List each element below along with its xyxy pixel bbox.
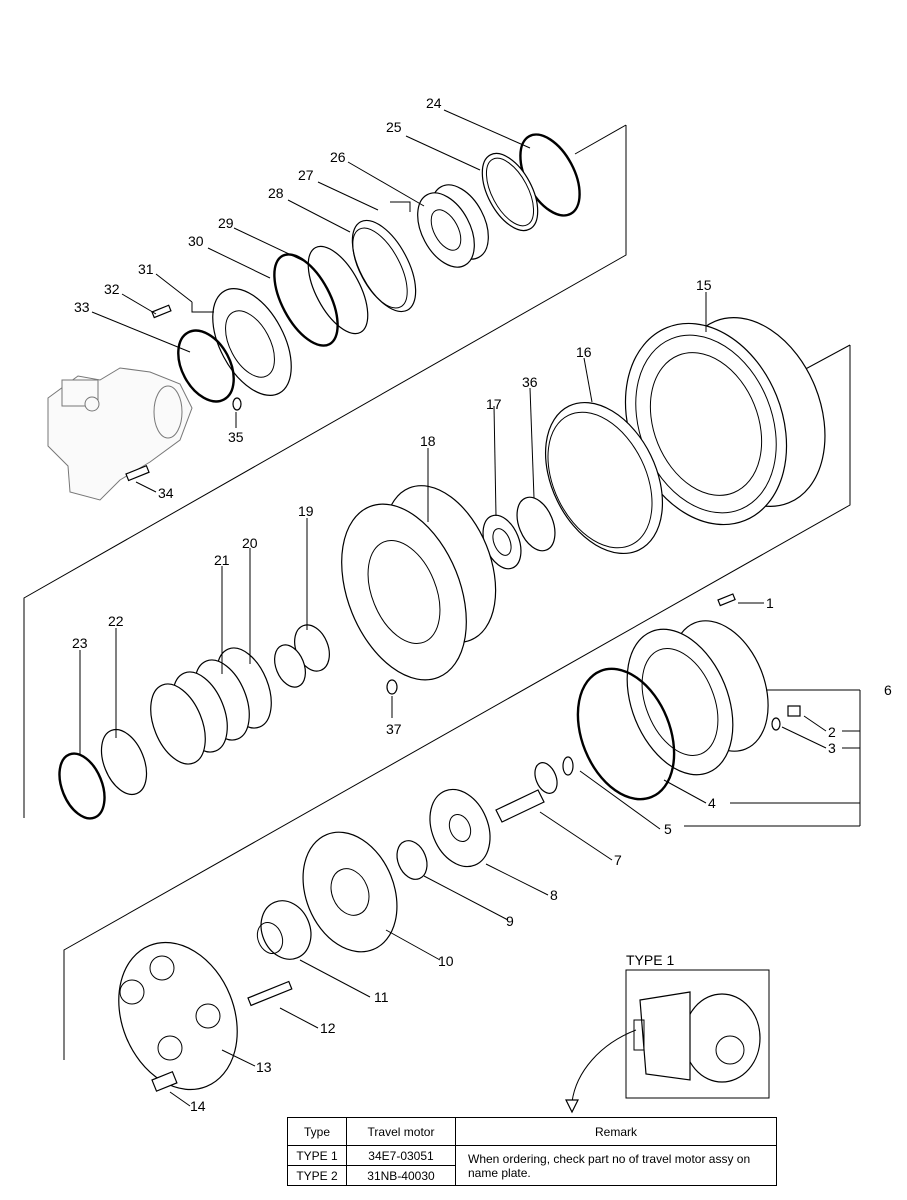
callout-17: 17 [486,396,502,412]
part-25-ring [481,152,539,232]
callout-21: 21 [214,552,230,568]
callout-26: 26 [330,149,346,165]
part-1-bolt [717,593,736,607]
inset-arrow [565,1029,637,1114]
travel-motor-cell: 31NB-40030 [346,1165,456,1186]
part-17-washer [482,514,522,570]
callout-7: 7 [614,852,622,868]
type-cell: TYPE 2 [287,1165,347,1186]
callout-23: 23 [72,635,88,651]
callout-34: 34 [158,485,174,501]
part-37-o-ring [386,679,398,695]
callout-6: 6 [884,682,892,698]
callout-15: 15 [696,277,712,293]
callout-19: 19 [298,503,314,519]
part-23-o-ring [58,752,106,820]
part-4-o-ring [576,667,676,801]
header-remark: Remark [455,1117,777,1146]
part-33-o-ring [177,329,235,403]
table-row: TYPE 2 31NB-40030 [287,1165,777,1186]
header-travel-motor: Travel motor [346,1117,456,1146]
part-3-o-ring [771,717,781,731]
travel-motor-cell: 34E7-03051 [346,1145,456,1166]
callout-8: 8 [550,887,558,903]
callout-10: 10 [438,953,454,969]
part-15-housing [624,317,826,526]
callout-12: 12 [320,1020,336,1036]
inset-title: TYPE 1 [626,952,675,968]
callout-16: 16 [576,344,592,360]
part-26-hub [417,184,489,268]
part-5-ring [562,756,574,776]
part-22-ring [100,728,148,796]
callout-labels: 1 2 3 4 5 6 7 8 9 10 11 12 13 14 15 16 1… [72,95,892,1114]
callout-3: 3 [828,740,836,756]
callout-14: 14 [190,1098,206,1114]
callout-1: 1 [766,595,774,611]
callout-20: 20 [242,535,258,551]
part-30-o-ring [273,253,339,347]
callout-25: 25 [386,119,402,135]
part-34-bolt [125,464,150,482]
callout-33: 33 [74,299,90,315]
callout-24: 24 [426,95,442,111]
callout-30: 30 [188,233,204,249]
part-35-o-ring [232,397,242,411]
part-10-carrier [302,831,398,953]
part-32-bolt [151,304,172,319]
callout-5: 5 [664,821,672,837]
callout-2: 2 [828,724,836,740]
part-7-shaft [495,762,558,823]
part-16-ring [544,401,664,555]
callout-18: 18 [420,433,436,449]
part-29-ring [307,245,369,335]
table-header-row: Type Travel motor Remark [287,1117,777,1146]
callout-9: 9 [506,913,514,929]
callout-35: 35 [228,429,244,445]
callout-36: 36 [522,374,538,390]
travel-motor-ghost [47,367,193,501]
callout-22: 22 [108,613,124,629]
part-type-table: Type Travel motor Remark TYPE 1 34E7-030… [287,1117,777,1186]
part-12-bolt [247,980,293,1007]
type-cell: TYPE 1 [287,1145,347,1166]
part-6-cover [626,620,769,776]
remark-cell: When ordering, check part no of travel m… [455,1145,777,1186]
part-19-gear [274,624,330,688]
part-27-28-seal [351,219,417,313]
leader-lines [79,109,861,1107]
part-20-21-plates [150,647,272,765]
callout-29: 29 [218,215,234,231]
part-36-snap-ring [516,496,556,552]
part-11-gear [256,900,312,960]
callout-32: 32 [104,281,120,297]
header-type: Type [287,1117,347,1146]
part-2-plug [787,705,801,717]
callout-4: 4 [708,795,716,811]
table-row: TYPE 1 34E7-03051 When ordering, check p… [287,1145,777,1186]
part-8-carrier [429,788,491,868]
part-14-pin [151,1070,178,1092]
callout-31: 31 [138,261,154,277]
part-13-carrier [118,941,238,1091]
part-18-carrier [341,485,497,681]
type1-inset [625,969,770,1099]
callout-27: 27 [298,167,314,183]
part-9-gear [396,840,428,880]
callout-28: 28 [268,185,284,201]
part-31-flange [212,288,292,396]
section-frames [23,124,851,1060]
callout-13: 13 [256,1059,272,1075]
callout-11: 11 [374,989,389,1005]
callout-37: 37 [386,721,402,737]
